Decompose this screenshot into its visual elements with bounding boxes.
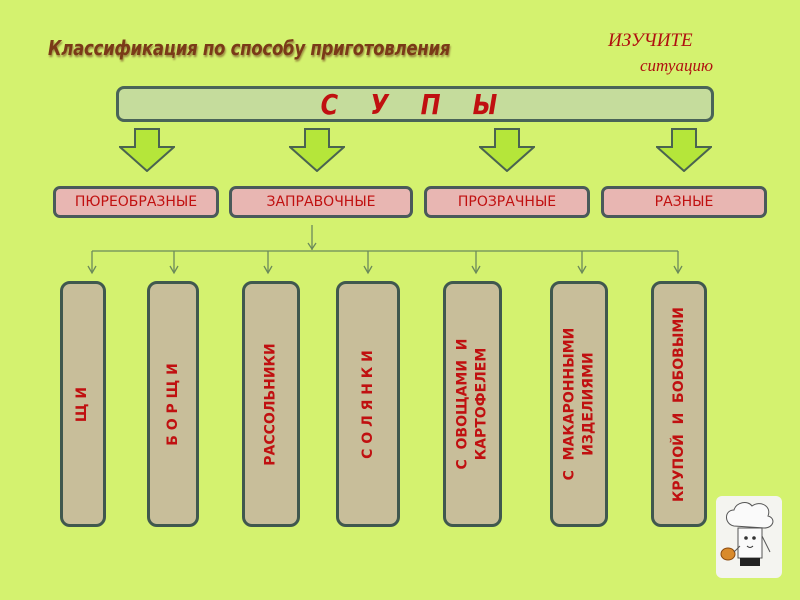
- study-label: ИЗУЧИТЕ: [608, 30, 693, 51]
- subtype-pasta: С МАКАРОННЫМИ ИЗДЕЛИЯМИ: [550, 281, 608, 527]
- category-pureed: ПЮРЕОБРАЗНЫЕ: [53, 186, 219, 218]
- subtype-shchi: Щ И: [60, 281, 106, 527]
- subtype-label: Щ И: [74, 386, 91, 422]
- subtype-label: С О Л Я Н К И: [359, 349, 376, 459]
- category-various: РАЗНЫЕ: [601, 186, 767, 218]
- down-arrow-icon: [656, 128, 712, 172]
- study-sublabel: ситуацию: [640, 56, 713, 75]
- down-arrow-icon: [479, 128, 535, 172]
- subtype-solyanki: С О Л Я Н К И: [336, 281, 400, 527]
- root-node-soups: С У П Ы: [116, 86, 714, 122]
- subtype-rassolniki: РАССОЛЬНИКИ: [242, 281, 300, 527]
- down-arrow-icon: [289, 128, 345, 172]
- category-dressed: ЗАПРАВОЧНЫЕ: [229, 186, 413, 218]
- chef-icon: [720, 502, 774, 566]
- subtype-borshchi: Б О Р Щ И: [147, 281, 199, 527]
- subtype-vegetables: С ОВОЩАМИ И КАРТОФЕЛЕМ: [443, 281, 502, 527]
- subtype-label: Б О Р Щ И: [164, 362, 181, 446]
- category-clear: ПРОЗРАЧНЫЕ: [424, 186, 590, 218]
- subtype-label: РАССОЛЬНИКИ: [262, 342, 279, 466]
- subtype-label: КРУПОЙ И БОБОВЫМИ: [670, 306, 687, 502]
- page-title: Классификация по способу приготовления: [48, 36, 451, 60]
- category-label: РАЗНЫЕ: [654, 194, 714, 210]
- root-node-label: С У П Ы: [320, 87, 510, 121]
- chef-illustration: [716, 496, 782, 578]
- subtype-label: С ОВОЩАМИ И КАРТОФЕЛЕМ: [454, 338, 490, 470]
- subtype-label: С МАКАРОННЫМИ ИЗДЕЛИЯМИ: [561, 327, 597, 481]
- category-label: ЗАПРАВОЧНЫЕ: [266, 194, 376, 210]
- category-label: ПЮРЕОБРАЗНЫЕ: [74, 194, 198, 210]
- down-arrow-icon: [119, 128, 175, 172]
- subtype-grains-legumes: КРУПОЙ И БОБОВЫМИ: [651, 281, 707, 527]
- category-label: ПРОЗРАЧНЫЕ: [457, 194, 557, 210]
